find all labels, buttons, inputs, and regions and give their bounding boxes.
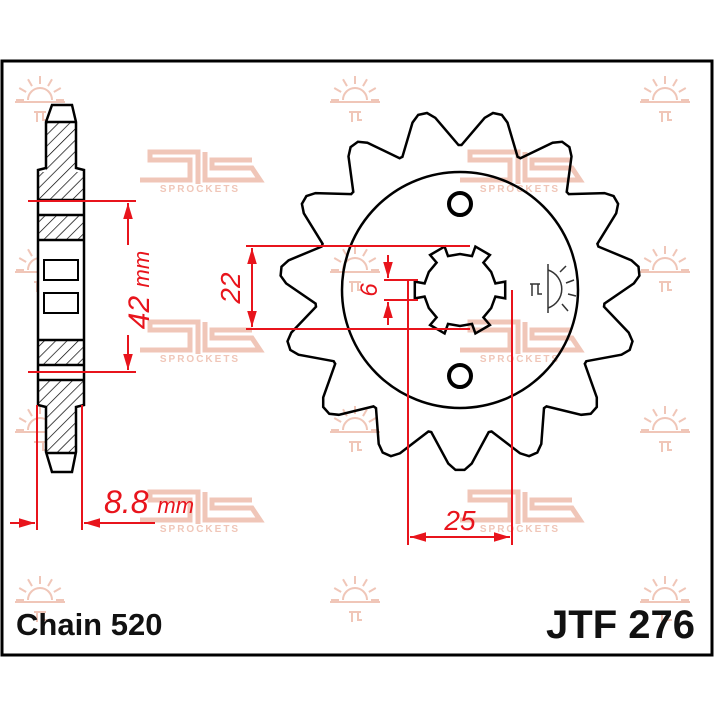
svg-text:SPROCKETS: SPROCKETS xyxy=(480,354,560,365)
sprocket-front-view xyxy=(279,111,641,472)
spline-width-value: 6 xyxy=(356,283,383,297)
sun-watermark-icon xyxy=(640,406,690,452)
hub-circle xyxy=(340,170,580,410)
thickness-value: 8.8 xyxy=(104,484,149,520)
drawing-frame xyxy=(0,59,714,657)
svg-text:SPROCKETS: SPROCKETS xyxy=(160,524,240,535)
hole-spacing-value: 25 xyxy=(443,505,476,536)
sun-watermark-icon xyxy=(15,76,65,122)
svg-text:8.8 mm: 8.8 mm xyxy=(104,484,194,520)
sun-watermark-icon xyxy=(330,576,380,622)
spline-bore xyxy=(413,244,507,336)
sun-watermark-icon xyxy=(330,76,380,122)
jt-logo-watermark: SPROCKETS xyxy=(460,319,585,365)
sun-watermark-icon xyxy=(640,576,690,622)
dimension-lines xyxy=(10,200,513,545)
sun-watermark-icon xyxy=(640,76,690,122)
thickness-unit: mm xyxy=(157,493,194,518)
width-dimension-value: 42 xyxy=(123,296,156,330)
sun-watermark-icon xyxy=(15,576,65,622)
part-number: JTF 276 xyxy=(546,603,695,647)
side-profile xyxy=(36,103,86,474)
svg-text:SPROCKETS: SPROCKETS xyxy=(480,184,560,195)
svg-text:SPROCKETS: SPROCKETS xyxy=(160,354,240,365)
svg-text:SPROCKETS: SPROCKETS xyxy=(160,184,240,195)
watermark-layer: SPROCKETS SPROCKETS SPROCKETS SPROCKETS … xyxy=(15,76,690,622)
svg-text:SPROCKETS: SPROCKETS xyxy=(480,524,560,535)
jt-logo-watermark: SPROCKETS xyxy=(460,149,585,195)
svg-text:42 mm: 42 mm xyxy=(123,251,156,329)
width-dimension-unit: mm xyxy=(129,251,154,288)
sun-symbol-icon xyxy=(530,264,577,313)
jt-logo-watermark: SPROCKETS xyxy=(460,489,585,535)
sun-watermark-icon xyxy=(640,246,690,292)
bolt-hole-top xyxy=(447,191,473,217)
jt-logo-watermark: SPROCKETS xyxy=(140,319,265,365)
chain-size-label: Chain 520 xyxy=(16,607,162,642)
sprocket-teeth-outline xyxy=(279,111,641,472)
spline-diameter-value: 22 xyxy=(215,272,246,305)
jt-logo-watermark: SPROCKETS xyxy=(140,149,265,195)
bolt-hole-bottom xyxy=(447,363,473,389)
jt-logo-watermark: SPROCKETS xyxy=(140,489,265,535)
sun-watermark-icon xyxy=(330,406,380,452)
